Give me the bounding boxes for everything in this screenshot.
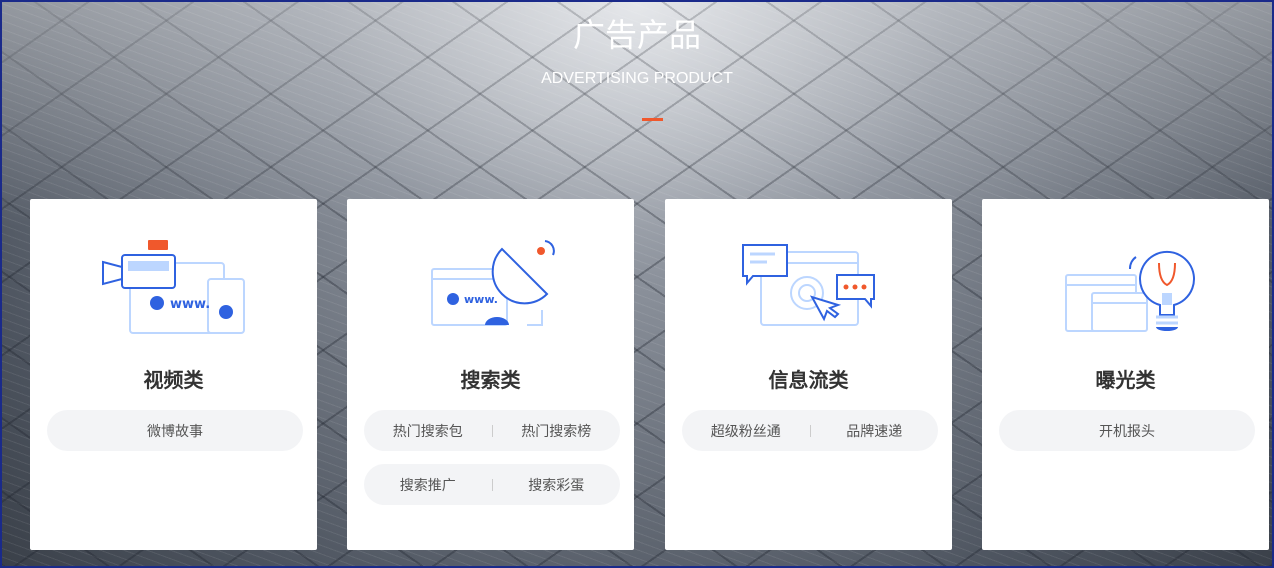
light-bulb-icon xyxy=(1065,250,1195,332)
section-title: 广告产品 xyxy=(572,17,701,53)
product-link[interactable]: 热门搜索榜 xyxy=(521,422,592,439)
product-link[interactable]: 搜索彩蛋 xyxy=(528,476,585,493)
product-link[interactable]: 开机报头 xyxy=(1099,422,1155,439)
accent-divider xyxy=(642,118,663,121)
satellite-dish-icon: www. xyxy=(431,240,555,326)
video-camera-icon: www. xyxy=(102,240,245,334)
product-link[interactable]: 微博故事 xyxy=(147,422,203,439)
card-title: 搜索类 xyxy=(460,370,521,392)
card-title: 信息流类 xyxy=(768,370,849,392)
product-link[interactable]: 超级粉丝通 xyxy=(710,422,781,439)
product-row: 微博故事 xyxy=(47,410,303,451)
card-exposure: 曝光类 开机报头 xyxy=(982,199,1269,550)
card-title: 视频类 xyxy=(143,370,204,392)
chat-feed-icon xyxy=(742,244,875,326)
product-row: 开机报头 xyxy=(999,410,1255,451)
svg-text:www.: www. xyxy=(170,297,210,312)
product-link[interactable]: 热门搜索包 xyxy=(392,422,463,439)
product-link[interactable]: 品牌速递 xyxy=(846,422,903,439)
card-feed: 信息流类 超级粉丝通 品牌速递 xyxy=(665,199,952,550)
card-search: www. 搜索类 热门搜索包 热门搜索榜 搜索推广 搜索彩蛋 xyxy=(347,199,634,550)
section-subtitle: ADVERTISING PRODUCT xyxy=(541,70,733,87)
product-link[interactable]: 搜索推广 xyxy=(399,476,456,493)
product-row: 搜索推广 搜索彩蛋 xyxy=(364,464,620,505)
card-video: www. 视频类 微博故事 xyxy=(30,199,317,550)
card-title: 曝光类 xyxy=(1095,370,1156,392)
product-row: 超级粉丝通 品牌速递 xyxy=(682,410,938,451)
svg-text:www.: www. xyxy=(464,293,498,306)
product-row: 热门搜索包 热门搜索榜 xyxy=(364,410,620,451)
